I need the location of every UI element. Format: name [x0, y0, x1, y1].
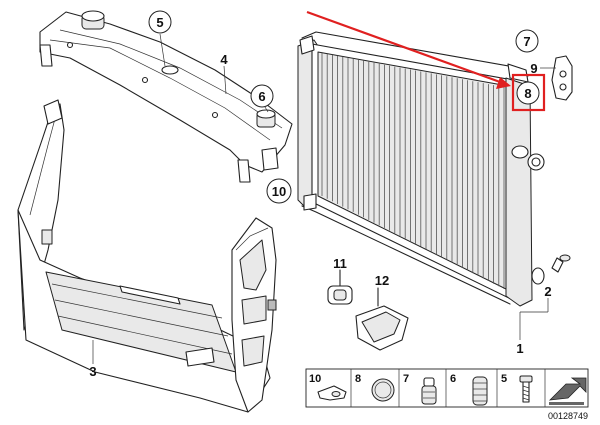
callout-5: 5 [148, 10, 172, 34]
callout-6: 6 [250, 84, 274, 108]
clip-part-icon [317, 385, 347, 401]
callout-11: 11 [333, 256, 347, 271]
reference-number: 00128749 [548, 411, 588, 421]
svg-text:8: 8 [524, 86, 531, 101]
callout-8: 8 [511, 73, 546, 112]
callout-3: 3 [89, 364, 96, 379]
radiator [297, 31, 545, 307]
callout-12: 12 [375, 273, 389, 288]
callouts: 5 4 6 10 7 9 8 11 12 2 1 3 [89, 10, 552, 379]
bracket-part-9 [540, 55, 573, 101]
front-frame [17, 99, 277, 413]
callout-4: 4 [220, 52, 228, 67]
upper-cross-member [39, 10, 293, 183]
direction-arrow-icon [548, 377, 587, 405]
legend-number-8: 8 [355, 373, 361, 385]
legend-strip: 10 8 7 6 5 [305, 368, 589, 408]
holder-part-12 [355, 287, 409, 351]
round-cap-icon [371, 378, 395, 402]
svg-text:10: 10 [272, 184, 286, 199]
highlight-arrow [306, 10, 511, 89]
screw-part-2 [551, 254, 571, 273]
callout-1: 1 [516, 341, 523, 356]
grommet-icon [421, 377, 437, 405]
svg-text:7: 7 [523, 34, 530, 49]
coil-bushing-icon [472, 376, 488, 406]
callout-10: 10 [266, 178, 292, 204]
legend-number-7: 7 [403, 373, 409, 385]
svg-text:6: 6 [258, 89, 265, 104]
screw-icon [519, 375, 533, 403]
callout-7: 7 [515, 29, 539, 53]
callout-9: 9 [530, 61, 537, 76]
legend-number-6: 6 [450, 373, 456, 385]
clip-part-11 [327, 269, 353, 305]
callout-2: 2 [544, 284, 551, 299]
legend-number-5: 5 [501, 373, 507, 385]
svg-text:5: 5 [156, 15, 163, 30]
legend-number-10: 10 [309, 373, 321, 385]
